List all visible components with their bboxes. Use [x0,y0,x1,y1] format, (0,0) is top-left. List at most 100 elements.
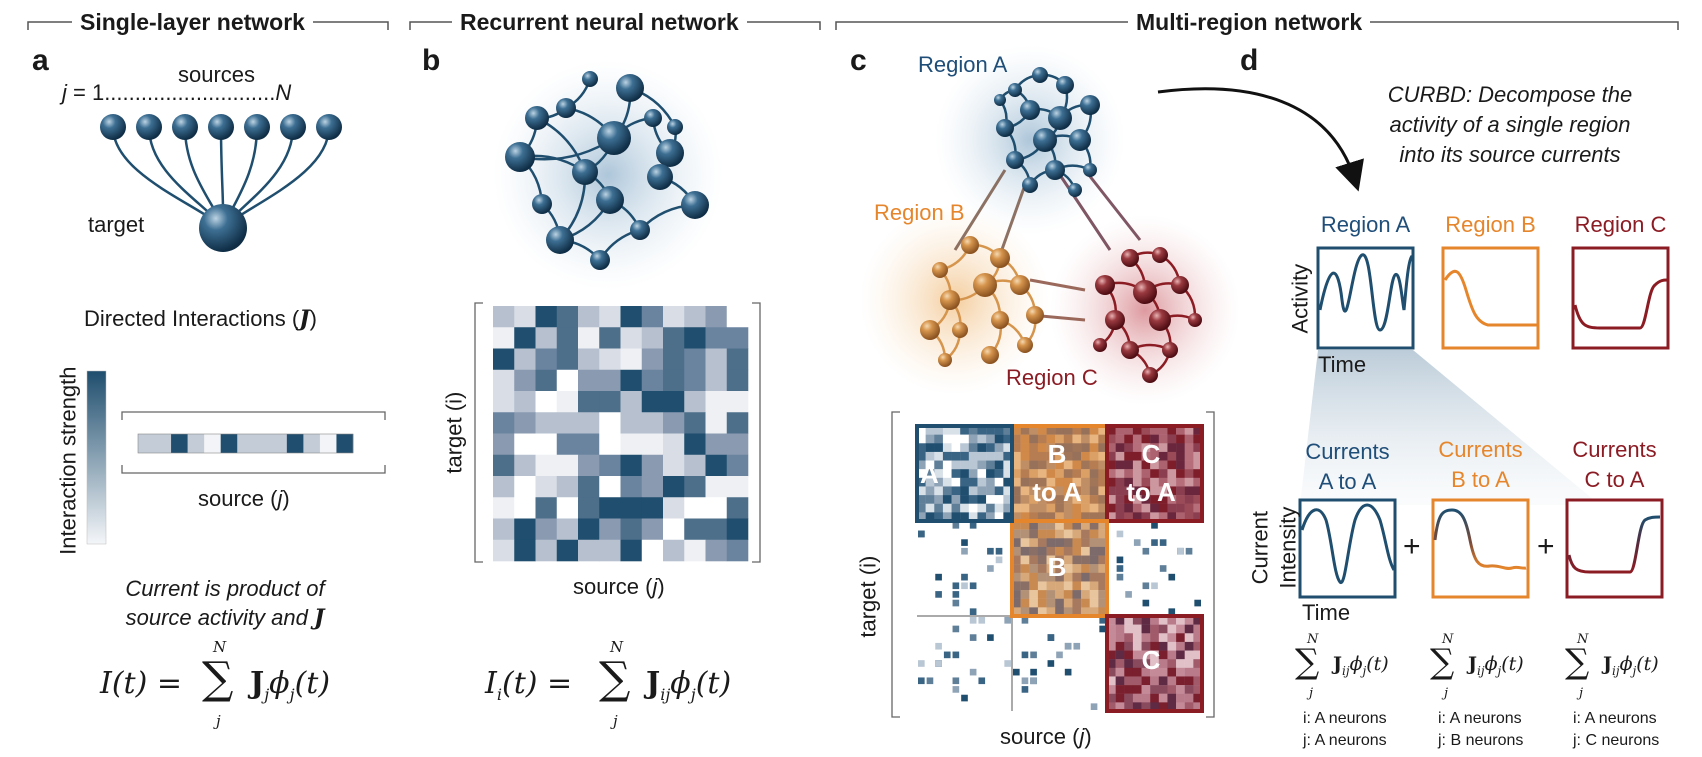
matrix-cell [535,369,558,392]
source-node [280,114,306,140]
matrix-cell [578,497,600,519]
matrix-cell [599,433,621,456]
block-cb-cell [1116,565,1124,572]
block-cc-cell [1115,693,1125,703]
block-aa-cell [917,460,926,470]
block-ca-cell [1115,426,1125,435]
source-node [172,114,198,140]
rnn-node [582,71,598,87]
block-aa-cell [942,503,952,513]
block-ba-cell [1020,469,1030,479]
block-cc-cell [1141,659,1151,669]
block-ac-cell [969,634,977,641]
block-cb-cell [1177,547,1184,555]
block-cb-cell [1133,539,1141,546]
block-aa-cell [925,434,935,444]
block-bb-cell [1029,607,1039,617]
block-aa-cell [1003,434,1013,444]
block-aa-cell [994,451,1004,461]
block-ba-cell [1089,451,1099,461]
block-bb-cell [1029,521,1039,530]
block-cc-cell [1124,641,1134,651]
block-ac-cell [952,677,960,685]
block-cc-cell [1132,667,1142,677]
block-cb-cell [1142,599,1150,607]
block-ca-cell [1184,477,1194,487]
block-aa-cell [968,443,978,453]
block-ba-cell [1020,486,1030,496]
block-ba-cell [1072,512,1082,522]
block-aa-cell [977,477,987,487]
vector-cell [237,434,255,453]
matrix-cell [578,412,600,434]
eq-b-lhs-rest: (t) = [501,666,573,701]
block-aa-cell [925,503,935,513]
block-ba-cell [1098,451,1108,461]
block-label-C: C [1141,645,1161,675]
block-ba-cell [1098,512,1108,522]
block-ca-cell [1124,512,1134,522]
region-a-node [1033,128,1057,152]
block-ba-cell [1046,512,1056,522]
block-bb-cell [1020,581,1030,591]
block-bb-cell [1020,538,1030,548]
matrix-cell [599,327,621,349]
block-ba-cell [1063,460,1073,470]
block-ca-cell [1184,434,1194,444]
region-c-node [1142,367,1158,383]
block-cc-cell [1193,616,1203,625]
block-aa-cell [960,469,970,479]
block-ba-cell [1029,434,1039,444]
rnn-connectivity-matrix [493,306,749,562]
matrix-cell [684,476,706,498]
block-bb-cell [1029,529,1039,539]
block-bb-cell [1012,529,1021,539]
block-bb-cell [1072,590,1082,599]
eq-b-sigma: ∑ [599,653,631,704]
block-aa-cell [925,512,935,522]
region-c-node [1133,280,1157,304]
block-bb-cell [1029,538,1039,548]
block-ba-cell [1081,451,1090,461]
block-bb-cell [1063,555,1073,565]
block-aa-cell [994,469,1004,479]
eq-b-term-J: J [646,666,661,701]
block-label-CA-2: to A [1126,477,1176,507]
block-aa-cell [960,477,970,487]
block-ac-cell [926,677,934,685]
block-cc-cell [1132,685,1142,694]
block-bc-cell [1056,651,1063,659]
region-a-node [1080,95,1100,115]
block-ca-cell [1184,451,1194,461]
matrix-cell [663,433,685,456]
block-ac-cell [952,651,960,659]
matrix-cell [620,497,643,519]
block-ca-cell [1141,443,1151,453]
sum-term-t: (t) [1636,653,1659,675]
block-bb-cell [1055,538,1065,548]
matrix-cell [578,306,600,328]
rnn-node [597,121,631,155]
block-ba-cell [1089,443,1099,453]
region-b-node [1010,275,1030,295]
matrix-cell [578,391,600,413]
block-ca-cell [1167,451,1177,461]
block-cc-cell [1176,702,1185,712]
block-aa-cell [1003,512,1013,522]
eq-a-lhs: I(t) = [100,669,182,699]
sum-term-J-sub: ij [1612,663,1620,678]
caption-1-0: i: A neurons [1438,710,1522,727]
block-aa-cell [960,426,970,435]
block-ca-cell [1107,426,1116,435]
block-ca-cell [1115,443,1125,453]
matrix-cell [493,369,515,392]
sum-top-2: N [1577,632,1589,647]
block-ba-cell [1072,426,1082,435]
block-ca-cell [1132,477,1142,487]
matrix-cell [641,391,664,413]
block-ca-cell [1141,426,1151,435]
matrix-cell [641,306,664,328]
block-bb-cell [1029,598,1039,608]
block-ca-cell [1184,443,1194,453]
block-bb-cell [1020,521,1030,530]
